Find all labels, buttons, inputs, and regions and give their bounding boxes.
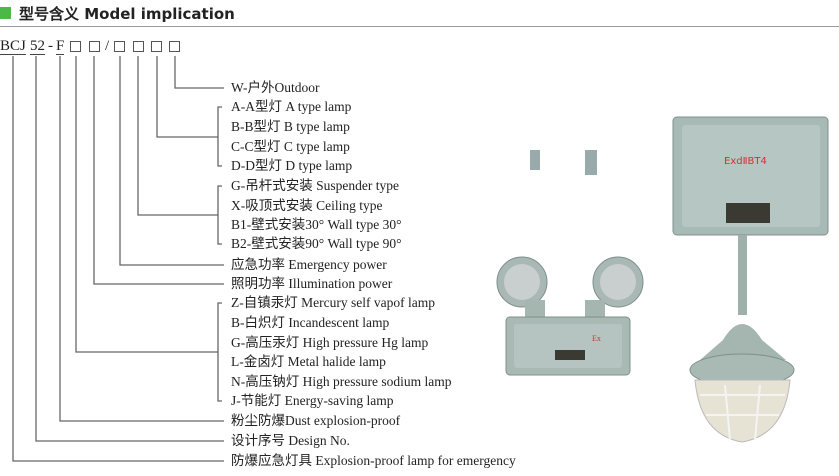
- code-series: 52: [30, 38, 45, 55]
- section-title: 型号含义 Model implication: [19, 4, 235, 23]
- ex-label: Ex: [592, 334, 601, 343]
- meaning-row: J-节能灯 Energy-saving lamp: [231, 393, 394, 408]
- meaning-row: 照明功率 Illumination power: [231, 276, 393, 291]
- meaning-row: A-A型灯 A type lamp: [231, 99, 352, 114]
- code-box-4: [133, 41, 144, 52]
- meaning-row: N-高压钠灯 High pressure sodium lamp: [231, 374, 452, 389]
- code-box-3: [114, 41, 125, 52]
- green-square-icon: [0, 7, 11, 19]
- meaning-row: D-D型灯 D type lamp: [231, 158, 353, 173]
- code-box-2: [89, 41, 100, 52]
- meaning-row: 粉尘防爆Dust explosion-proof: [231, 413, 401, 428]
- meaning-row: X-吸顶式安装 Ceiling type: [231, 198, 383, 213]
- code-prefix: BCJ: [0, 38, 26, 55]
- marking-label: ExdⅡBT4: [724, 156, 767, 167]
- header-divider: [0, 26, 839, 27]
- meaning-row: B-B型灯 B type lamp: [231, 119, 350, 134]
- code-type: F: [56, 38, 65, 55]
- emergency-twin-lamp: Ex: [496, 150, 644, 376]
- meaning-row: W-户外Outdoor: [231, 80, 320, 95]
- meaning-row: B2-壁式安装90° Wall type 90°: [231, 236, 402, 251]
- code-box-6: [169, 41, 180, 52]
- pendant-lamp: ExdⅡBT4: [672, 116, 829, 443]
- code-slash: /: [105, 38, 110, 54]
- meaning-row: G-高压汞灯 High pressure Hg lamp: [231, 335, 429, 350]
- code-box-5: [151, 41, 162, 52]
- code-dash: -: [48, 38, 53, 54]
- meaning-row: 应急功率 Emergency power: [231, 257, 387, 272]
- meaning-row: G-吊杆式安装 Suspender type: [231, 178, 399, 193]
- product-photos: Ex ExdⅡBT4: [496, 116, 829, 443]
- meaning-row: B1-壁式安装30° Wall type 30°: [231, 217, 402, 232]
- meaning-row: C-C型灯 C type lamp: [231, 139, 350, 154]
- meaning-row: B-白炽灯 Incandescent lamp: [231, 315, 390, 330]
- section-header: 型号含义 Model implication: [0, 2, 235, 24]
- connector-lines: [12, 56, 224, 462]
- meaning-row: Z-自镇汞灯 Mercury self vapof lamp: [231, 295, 435, 310]
- meaning-row: 防爆应急灯具 Explosion-proof lamp for emergenc…: [231, 453, 516, 468]
- meaning-row: L-金卤灯 Metal halide lamp: [231, 354, 386, 369]
- code-box-1: [70, 41, 81, 52]
- meaning-row: 设计序号 Design No.: [231, 433, 350, 448]
